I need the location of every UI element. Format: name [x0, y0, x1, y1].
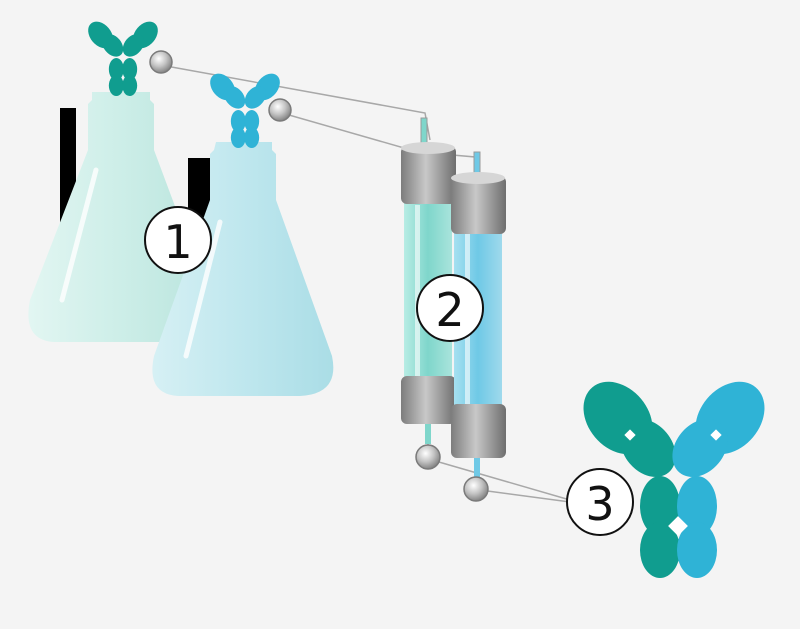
- flask-1-body: [28, 92, 212, 342]
- step-label: 3: [585, 477, 614, 531]
- tube-to-step3-a: [431, 459, 571, 501]
- flask-icon: [28, 92, 212, 342]
- chromatography-column-icon: [401, 117, 456, 444]
- antibody-icon: [583, 381, 765, 578]
- tube-flask1-to-column1: [165, 65, 431, 141]
- step-marker-1: 1: [144, 206, 212, 274]
- tube-to-step3-b: [479, 489, 571, 503]
- connector-node-icon: [149, 50, 173, 74]
- step-marker-3: 3: [566, 468, 634, 536]
- connector-node-icon: [268, 98, 292, 122]
- connector-node-icon: [415, 444, 441, 470]
- step-label: 1: [163, 215, 192, 269]
- step-marker-2: 2: [416, 274, 484, 342]
- flask-2-body: [152, 142, 334, 396]
- step-label: 2: [435, 283, 464, 337]
- connector-node-icon: [463, 476, 489, 502]
